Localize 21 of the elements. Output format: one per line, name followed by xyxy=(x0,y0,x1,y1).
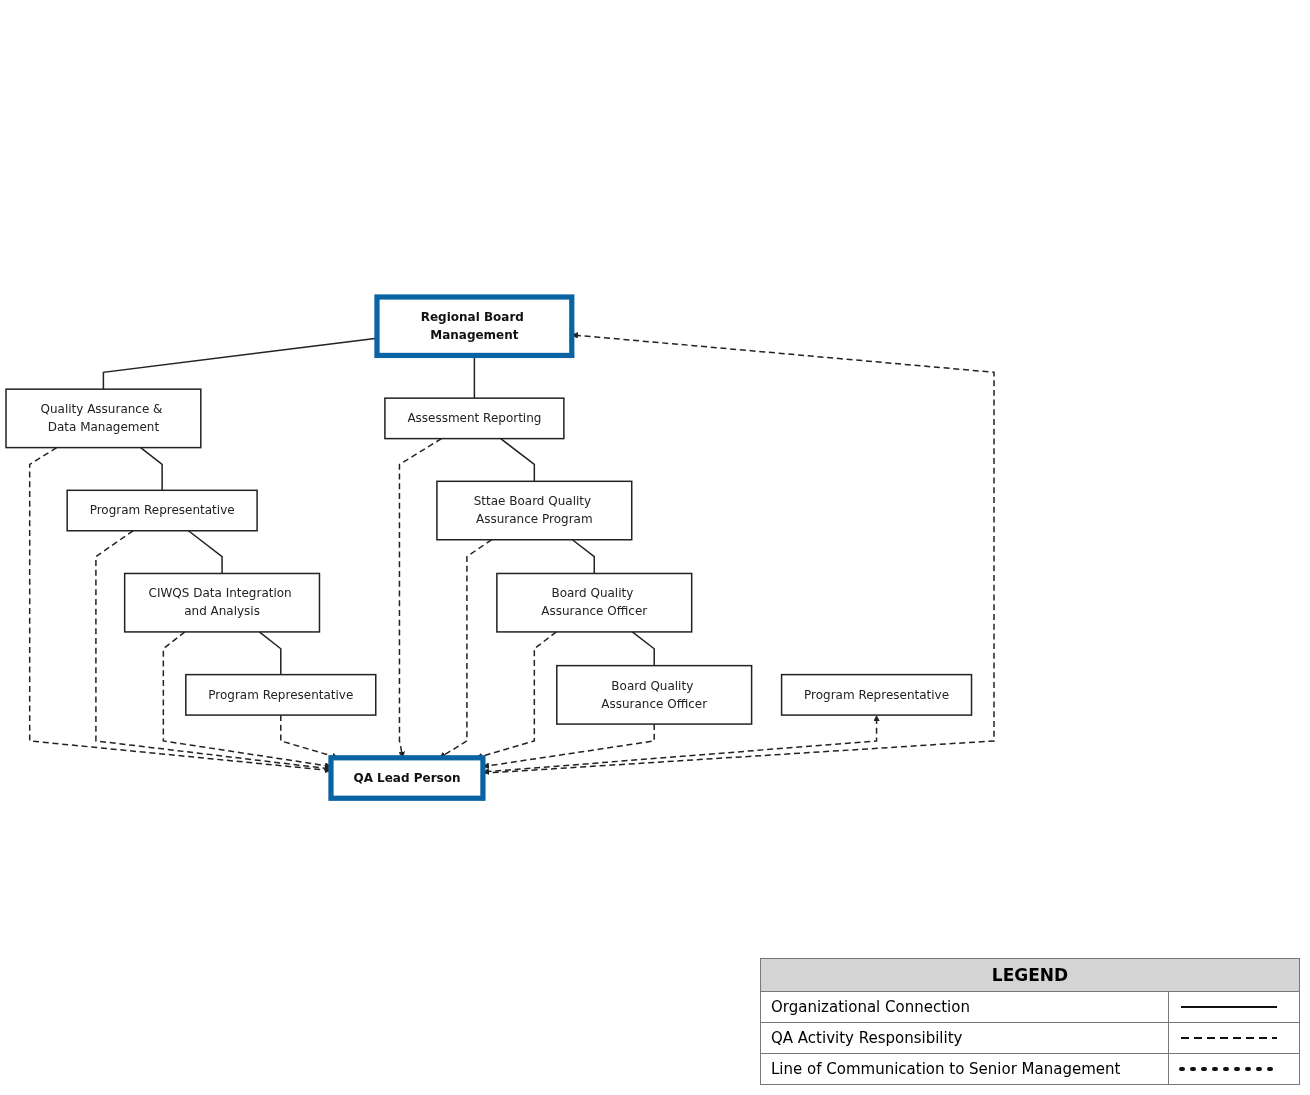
legend-title: LEGEND xyxy=(760,958,1300,992)
connector xyxy=(571,538,595,575)
connector xyxy=(139,446,163,491)
connector xyxy=(631,631,655,667)
node-box: Program Representative xyxy=(185,673,377,716)
connector xyxy=(258,631,282,676)
node-box: QA Lead Person xyxy=(328,755,486,801)
legend-text: Organizational Connection xyxy=(760,991,1169,1023)
node-box: Quality Assurance & Data Management xyxy=(5,388,202,449)
node-box: Program Representative xyxy=(780,673,973,716)
connector xyxy=(499,437,536,482)
node-box: Board Quality Assurance Officer xyxy=(496,572,693,633)
node-box: Board Quality Assurance Officer xyxy=(556,664,753,725)
node-box: CIWQS Data Integration and Analysis xyxy=(123,572,321,633)
node-box: Regional Board Management xyxy=(374,294,575,358)
node-box: Program Representative xyxy=(66,489,258,532)
node-box: Sttae Board Quality Assurance Program xyxy=(436,480,633,541)
connector xyxy=(187,529,223,575)
node-box: Assessment Reporting xyxy=(384,397,565,440)
legend-text: Line of Communication to Senior Management xyxy=(760,1053,1169,1085)
legend-text: QA Activity Responsibility xyxy=(760,1022,1169,1054)
